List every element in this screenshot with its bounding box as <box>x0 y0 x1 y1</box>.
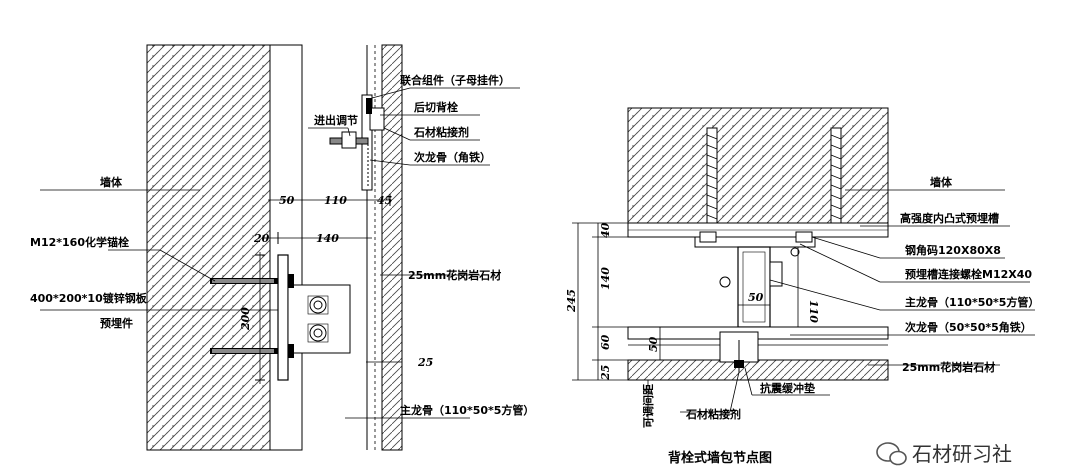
right-label-adjust-gap: 可调间距 <box>641 384 655 428</box>
right-label-anti-shock: 抗震缓冲垫 <box>760 381 815 395</box>
right-granite <box>627 359 889 381</box>
dim-40: 40 <box>599 222 612 238</box>
left-label-anchor-bolt: M12*160化学锚栓 <box>30 235 129 249</box>
left-label-granite: 25mm花岗岩石材 <box>408 268 501 282</box>
left-back-bolt-assembly <box>329 94 385 191</box>
left-granite-panel <box>381 44 403 451</box>
dim-25-right: 25 <box>599 365 612 381</box>
dim-25: 25 <box>417 356 433 369</box>
left-label-stone-glue: 石材粘接剂 <box>413 125 469 139</box>
right-wall-hatch <box>627 107 889 224</box>
left-label-wall: 墙体 <box>100 175 123 189</box>
left-label-joint-assembly: 联合组件（子母挂件） <box>400 73 510 87</box>
right-label-granite: 25mm花岗岩石材 <box>902 360 995 374</box>
left-label-back-bolt: 后切背栓 <box>414 100 458 114</box>
dim-200: 200 <box>239 307 252 331</box>
left-leaders <box>40 87 520 419</box>
dim-50-right-a: 50 <box>748 291 764 304</box>
right-dimensions <box>572 222 799 425</box>
dim-60: 60 <box>599 334 612 350</box>
dim-110: 110 <box>324 194 347 207</box>
left-anchor-bolts <box>210 274 294 358</box>
left-label-in-out-adjust: 进出调节 <box>314 113 358 127</box>
right-label-main-keel: 主龙骨（110*50*5方管） <box>905 295 1039 309</box>
left-detail: 50 110 45 20 140 200 25 墙体 联合组件（子母挂件） 进出… <box>30 44 534 451</box>
left-label-steel-plate: 400*200*10镀锌钢板 <box>30 291 148 305</box>
right-label-channel-bolt: 预埋槽连接螺栓M12X40 <box>905 267 1032 281</box>
dim-45: 45 <box>377 194 392 207</box>
dim-50-right-b: 50 <box>647 336 660 352</box>
dim-140-right: 140 <box>599 267 612 290</box>
left-label-embedded: 预埋件 <box>100 316 133 330</box>
right-label-stone-glue: 石材粘接剂 <box>685 407 741 421</box>
right-detail: 40 140 245 60 25 110 50 50 墙体 高强度内凸式预埋槽 … <box>565 107 1039 466</box>
right-label-angle-code: 钢角码120X80X8 <box>905 243 1001 257</box>
dim-20: 20 <box>253 232 270 245</box>
wechat-icon <box>876 442 907 466</box>
left-steel-plate <box>277 254 289 381</box>
left-bracket-plate <box>287 284 351 354</box>
watermark-text: 石材研习社 <box>912 442 1012 466</box>
right-label-channel: 高强度内凸式预埋槽 <box>900 211 999 225</box>
right-label-secondary-keel: 次龙骨（50*50*5角铁） <box>905 320 1032 334</box>
dim-140: 140 <box>316 232 339 245</box>
right-title: 背栓式墙包节点图 <box>668 450 772 466</box>
right-anchor-rods <box>706 127 842 224</box>
left-label-secondary-keel: 次龙骨（角铁） <box>414 150 491 164</box>
dim-50: 50 <box>279 194 295 207</box>
left-label-main-keel: 主龙骨（110*50*5方管） <box>400 403 534 417</box>
dim-245: 245 <box>565 289 578 313</box>
right-leaders <box>680 189 1035 413</box>
dim-110-right: 110 <box>807 300 820 323</box>
left-main-keel-column <box>269 44 303 451</box>
left-wall-hatch <box>146 44 271 451</box>
watermark: 石材研习社 <box>876 442 1012 466</box>
left-bracket-bolts <box>307 295 329 343</box>
right-label-wall: 墙体 <box>930 175 953 189</box>
right-main-keel <box>737 246 771 328</box>
left-dimensions <box>255 194 402 384</box>
